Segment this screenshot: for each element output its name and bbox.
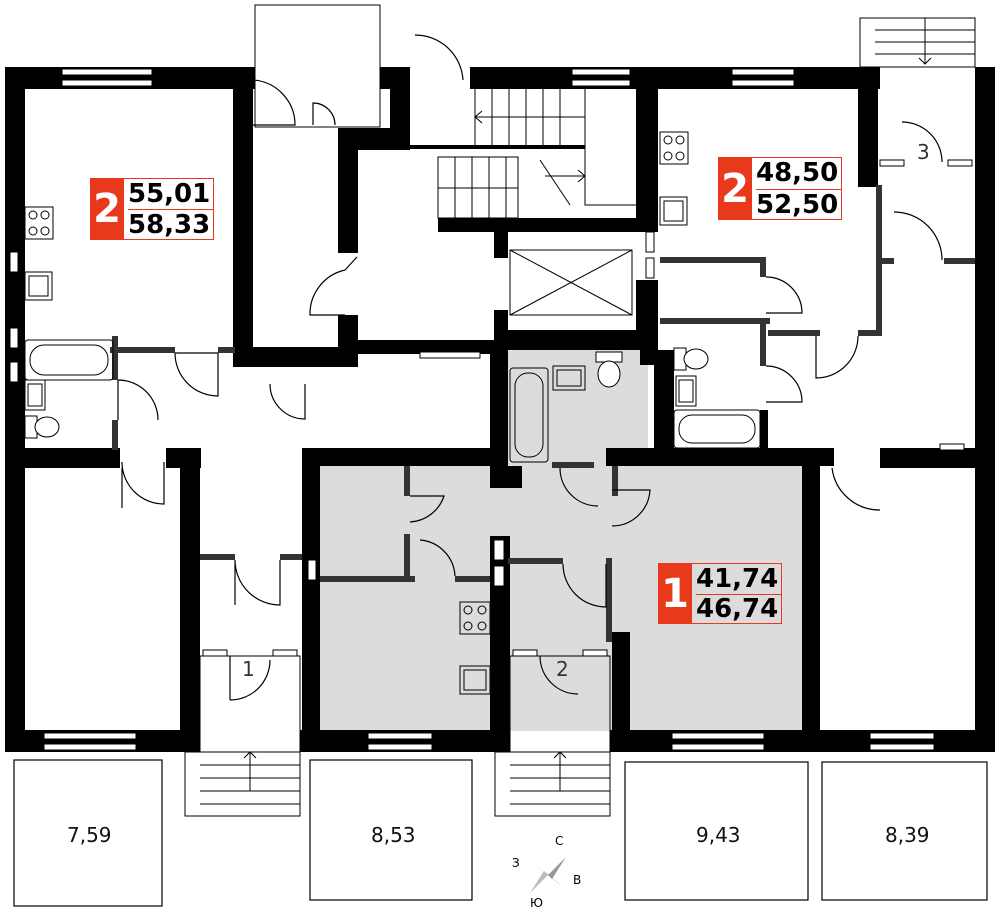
bathtub-fixtures: [24, 339, 761, 463]
terrace-area-2: 8,53: [371, 823, 416, 847]
area-separator: [696, 594, 781, 595]
vestibules: [199, 159, 973, 753]
wall-openings: [9, 231, 965, 587]
apartment-2-total-area: 52,50: [756, 190, 839, 220]
main-staircase: [358, 86, 636, 219]
compass-east-label: В: [573, 873, 582, 887]
apartment-3-rooms-badge: 1: [658, 563, 692, 624]
apartment-1-total-area: 58,33: [128, 210, 211, 240]
entrance-number-3: 3: [917, 140, 930, 164]
terrace-area-1: 7,59: [67, 823, 112, 847]
apartment-2-living-area: 48,50: [756, 158, 839, 188]
elevator-shaft: [509, 249, 633, 316]
entrance-number-1: 1: [242, 657, 255, 681]
doors: [117, 34, 943, 701]
apartment-3-area-box: 41,74 46,74: [692, 563, 782, 624]
entrance-stairs: [184, 4, 976, 817]
area-separator: [756, 189, 841, 190]
stove-fixtures: [24, 131, 689, 635]
compass-rose: [530, 857, 566, 893]
apartment-1-area-box: 55,01 58,33: [124, 178, 214, 240]
toilet-fixtures: [24, 347, 709, 439]
compass-south-label: Ю: [530, 896, 543, 910]
partitions: [110, 185, 975, 642]
terrace-area-3: 9,43: [696, 823, 741, 847]
sink-fixtures: [24, 196, 697, 695]
apartment-3-living-area: 41,74: [696, 564, 779, 594]
compass-west-label: З: [512, 856, 520, 870]
apartment-2-area-box: 48,50 52,50: [752, 157, 842, 220]
terrace-area-4: 8,39: [885, 823, 930, 847]
windows: [43, 68, 935, 751]
apartment-2-rooms-badge: 2: [718, 157, 752, 220]
entrance-number-2: 2: [556, 657, 569, 681]
apartment-1-rooms-badge: 2: [90, 178, 124, 240]
terraces: [13, 759, 988, 907]
interior-walls: [25, 67, 975, 752]
compass-north-label: С: [555, 834, 564, 848]
apartment-1-living-area: 55,01: [128, 179, 211, 209]
apartment-3-total-area: 46,74: [696, 594, 779, 624]
area-separator: [128, 209, 213, 210]
